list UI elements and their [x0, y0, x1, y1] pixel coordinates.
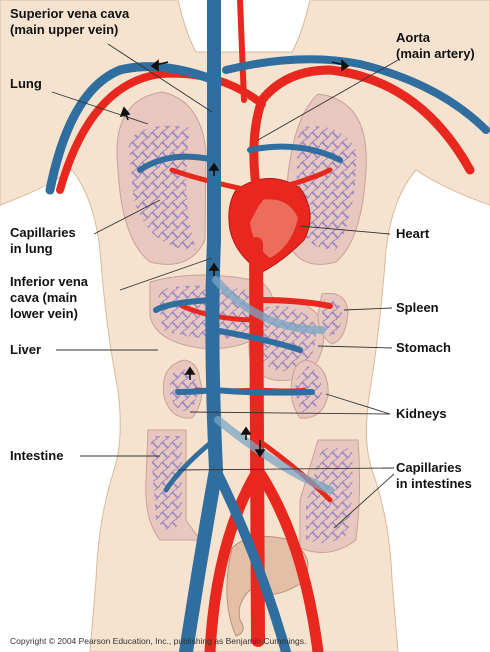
label-line: lower vein)	[10, 306, 88, 322]
label-line: Aorta	[396, 30, 475, 46]
label-line: Capillaries	[396, 460, 472, 476]
label-spleen: Spleen	[396, 300, 439, 316]
label-line: Spleen	[396, 300, 439, 316]
label-line: in intestines	[396, 476, 472, 492]
label-line: Liver	[10, 342, 41, 358]
label-line: Heart	[396, 226, 429, 242]
label-aorta: Aorta (main artery)	[396, 30, 475, 62]
label-heart: Heart	[396, 226, 429, 242]
label-line: (main upper vein)	[10, 22, 129, 38]
label-capillaries-lung: Capillaries in lung	[10, 225, 76, 257]
label-superior-vena-cava: Superior vena cava (main upper vein)	[10, 6, 129, 38]
label-lung: Lung	[10, 76, 42, 92]
label-line: Stomach	[396, 340, 451, 356]
label-line: Intestine	[10, 448, 63, 464]
label-line: Capillaries	[10, 225, 76, 241]
label-line: in lung	[10, 241, 76, 257]
label-liver: Liver	[10, 342, 41, 358]
label-line: Inferior vena	[10, 274, 88, 290]
label-line: cava (main	[10, 290, 88, 306]
label-intestine: Intestine	[10, 448, 63, 464]
label-inferior-vena-cava: Inferior vena cava (main lower vein)	[10, 274, 88, 322]
label-kidneys: Kidneys	[396, 406, 447, 422]
label-stomach: Stomach	[396, 340, 451, 356]
label-line: Kidneys	[396, 406, 447, 422]
copyright-notice: Copyright © 2004 Pearson Education, Inc.…	[10, 636, 306, 646]
label-line: (main artery)	[396, 46, 475, 62]
label-line: Superior vena cava	[10, 6, 129, 22]
label-capillaries-intestines: Capillaries in intestines	[396, 460, 472, 492]
label-line: Lung	[10, 76, 42, 92]
